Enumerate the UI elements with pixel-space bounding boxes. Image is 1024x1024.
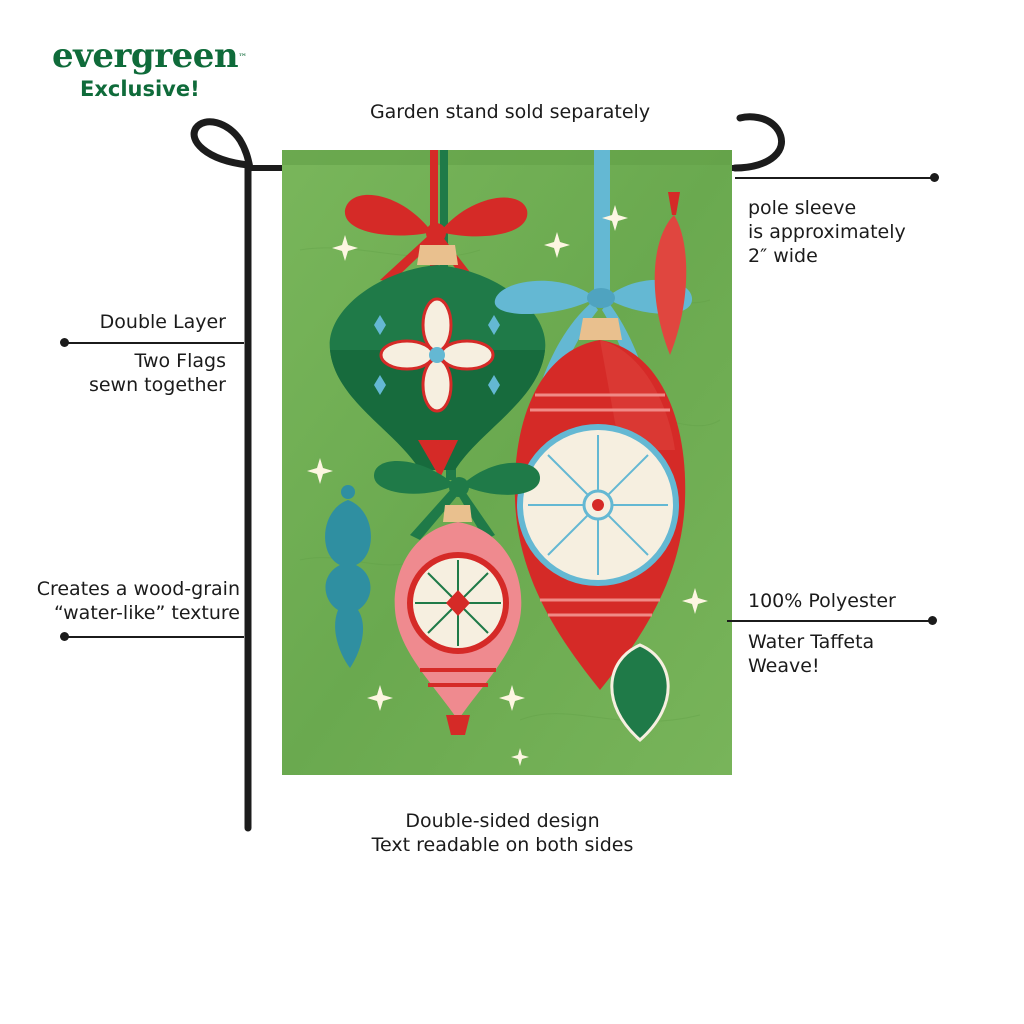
material-detail: Water Taffeta Weave! [748,630,998,678]
layer-detail: Two Flags sewn together [20,349,226,397]
material-detail-line-1: Water Taffeta [748,631,875,653]
texture-leader-dot [60,632,69,641]
material-leader-line [727,620,932,622]
layer-detail-line-1: Two Flags [134,350,226,372]
texture-note: Creates a wood-grain “water-like” textur… [0,577,240,625]
sleeve-line-3: 2″ wide [748,245,818,267]
material-leader-dot [928,616,937,625]
sleeve-line-2: is approximately [748,221,906,243]
layer-leader-line [64,342,244,344]
texture-line-1: Creates a wood-grain [36,578,240,600]
texture-leader-line [64,636,244,638]
brand-logo: evergreen™ [52,38,247,74]
texture-line-2: “water-like” texture [53,602,240,624]
sleeve-line-1: pole sleeve [748,197,857,219]
trademark-mark: ™ [238,53,247,63]
material-title: 100% Polyester [748,590,896,612]
sleeve-leader-dot [930,173,939,182]
sleeve-leader-line [735,177,935,179]
layer-detail-line-2: sewn together [88,374,226,396]
stand-note: Garden stand sold separately [369,101,651,123]
design-note: Double-sided design Text readable on bot… [300,809,705,857]
garden-flag [282,150,732,775]
brand-tagline: Exclusive! [80,77,200,101]
layer-leader-dot [60,338,69,347]
material-detail-line-2: Weave! [748,655,820,677]
design-line-1: Double-sided design [405,810,600,832]
sleeve-note: pole sleeve is approximately 2″ wide [748,196,998,268]
layer-title: Double Layer [99,311,226,333]
brand-name: evergreen [52,36,239,76]
design-line-2: Text readable on both sides [371,834,634,856]
